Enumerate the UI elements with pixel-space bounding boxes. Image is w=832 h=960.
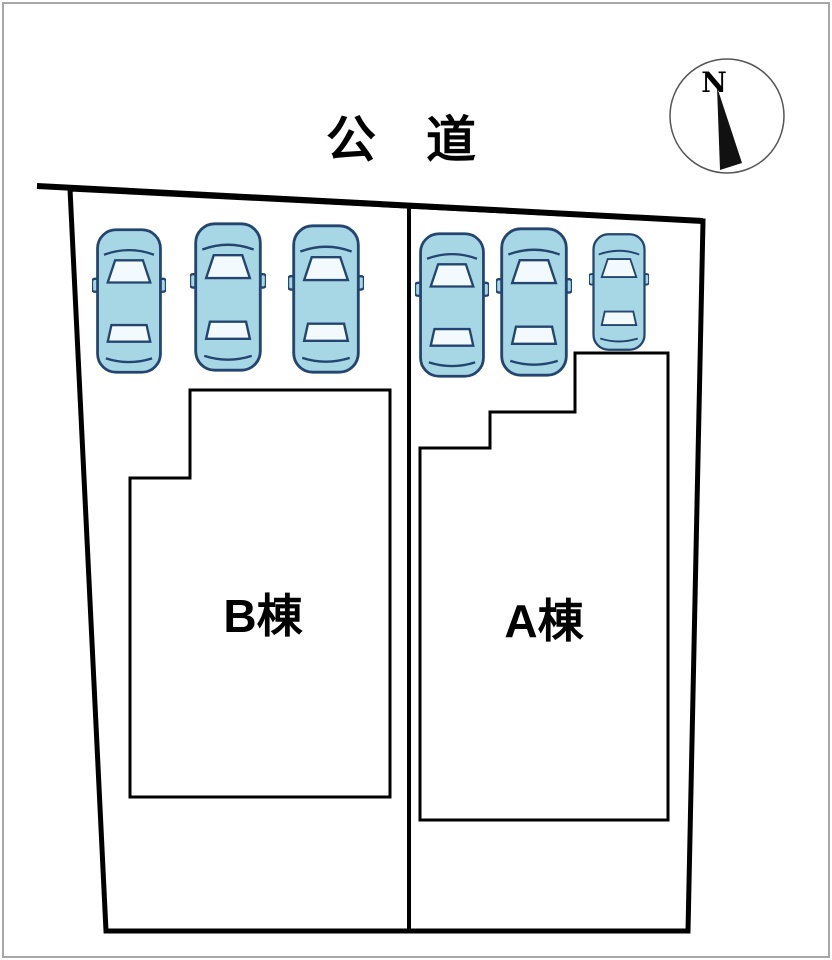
- road-label: 公 道: [326, 112, 476, 168]
- compass: N: [669, 58, 785, 174]
- building-b: B棟: [128, 388, 392, 799]
- car-topview-2: [190, 222, 266, 372]
- car-topview-1: [92, 228, 166, 374]
- building-a-label: A棟: [504, 595, 584, 647]
- compass-needle: [717, 87, 742, 170]
- building-a-outline: [418, 351, 670, 822]
- compass-circle: [669, 58, 785, 174]
- building-b-label: B棟: [223, 590, 303, 642]
- building-b-outline: [128, 388, 392, 799]
- parking-cars: [92, 222, 649, 378]
- car-topview-6: [589, 233, 649, 351]
- car-topview-3: [288, 224, 364, 374]
- plot-outline: [67, 186, 706, 934]
- compass-north-label: N: [701, 66, 727, 99]
- car-topview-4: [415, 232, 489, 378]
- car-topview-5: [496, 227, 572, 377]
- building-a: A棟: [418, 351, 670, 822]
